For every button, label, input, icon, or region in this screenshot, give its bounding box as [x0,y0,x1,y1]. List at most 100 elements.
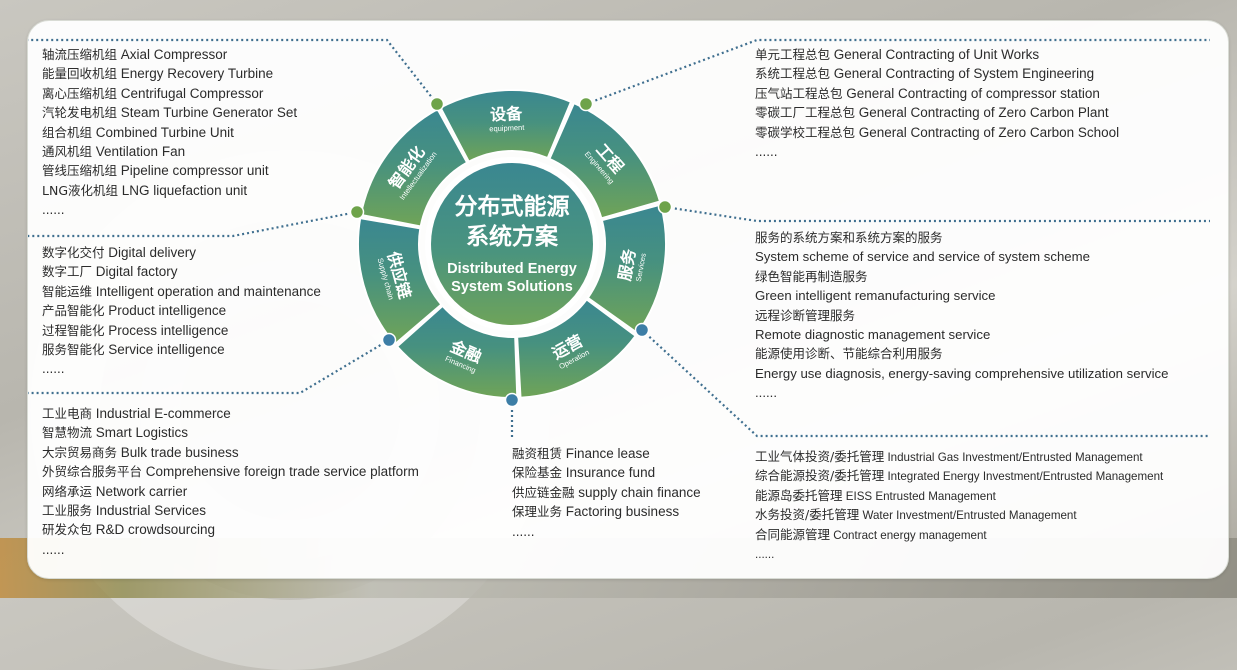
list-item-en: Axial Compressor [117,47,228,62]
list-item: 数字工厂 Digital factory [42,262,321,281]
list-item: ...... [755,383,1168,402]
list-item-cn: 外贸综合服务平台 [42,464,143,480]
list-item-en: Finance lease [562,446,650,461]
list-item-en: ...... [755,385,777,401]
list-item: ...... [755,544,1163,563]
list-item: ...... [42,359,321,378]
list-item-cn: 组合机组 [42,124,93,140]
list-item-en: Energy use diagnosis, energy-saving comp… [755,365,1169,381]
list-item: 合同能源管理 Contract energy management [755,525,1163,544]
connector-line [28,210,358,238]
list-item: 绿色智能再制造服务 [755,267,1168,286]
list-item-cn: 系统工程总包 [755,66,831,82]
list-item: 过程智能化 Process intelligence [42,321,321,340]
connector-line [664,205,1210,223]
list-item: 外贸综合服务平台 Comprehensive foreign trade ser… [42,462,419,481]
list-item-cn: 数字化交付 [42,245,105,260]
list-item-cn: 融资租赁 [512,446,563,461]
list-item-en: Digital delivery [104,245,197,260]
list-item-en: Factoring business [562,504,680,520]
list-item-en: LNG liquefaction unit [118,182,248,198]
connector-line [641,329,1210,438]
list-item: 零碳学校工程总包 General Contracting of Zero Car… [755,123,1119,142]
list-item-en: R&D crowdsourcing [92,522,216,538]
list-item: 保理业务 Factoring business [512,502,701,521]
list-item-cn: 工业气体投资/委托管理 [755,449,885,464]
list-item-en: ...... [42,202,65,218]
list-item-en: Energy Recovery Turbine [117,66,274,82]
list-item-en: Service intelligence [104,341,225,357]
list-item-en: Pipeline compressor unit [117,163,269,179]
operation-list: 工业气体投资/委托管理 Industrial Gas Investment/En… [755,447,1163,563]
list-item: 系统工程总包 General Contracting of System Eng… [755,64,1119,83]
list-item: Remote diagnostic management service [755,325,1168,344]
list-item-cn: 智慧物流 [42,425,93,441]
list-item-cn: 能源使用诊断、节能综合利用服务 [755,346,943,362]
list-item-cn: 通风机组 [42,143,93,159]
list-item-en: Process intelligence [104,322,229,338]
list-item: 能源使用诊断、节能综合利用服务 [755,344,1168,363]
list-item-cn: 水务投资/委托管理 [755,507,860,523]
ring: 设备equipment工程Engineering服务Services运营Oper… [357,89,667,399]
list-item: LNG液化机组 LNG liquefaction unit [42,181,297,200]
list-item: 能源岛委托管理 EISS Entrusted Management [755,486,1163,505]
list-item-en: Product intelligence [104,303,227,319]
list-item-cn: 合同能源管理 [755,526,831,542]
list-item-en: Digital factory [92,264,178,280]
list-item: Energy use diagnosis, energy-saving comp… [755,364,1168,383]
equipment-list: 轴流压缩机组 Axial Compressor 能量回收机组 Energy Rec… [42,45,297,220]
list-item-en: Steam Turbine Generator Set [117,105,298,121]
ring-segment-equipment [439,89,573,163]
list-item: 融资租赁 Finance lease [512,444,701,463]
list-item-en: Integrated Energy Investment/Entrusted M… [884,470,1164,484]
list-item: 轴流压缩机组 Axial Compressor [42,45,297,64]
list-item: 压气站工程总包 General Contracting of compresso… [755,84,1119,103]
list-item-cn: 保险基金 [512,465,563,481]
engineering-list: 单元工程总包 General Contracting of Unit Works… [755,45,1119,161]
list-item-en: Bulk trade business [117,444,239,460]
solution-diagram: 设备equipment工程Engineering服务Services运营Oper… [28,38,1210,438]
ring-segment-engineering [548,101,662,220]
list-item-en: General Contracting of Zero Carbon Schoo… [855,124,1120,140]
list-item-cn: 离心压缩机组 [42,85,118,101]
list-item-en: General Contracting of Unit Works [830,47,1040,62]
list-item: 水务投资/委托管理 Water Investment/Entrusted Man… [755,505,1163,524]
list-item: 通风机组 Ventilation Fan [42,142,297,161]
list-item: System scheme of service and service of … [755,247,1168,266]
list-item-en: Contract energy management [830,528,987,542]
center-title-cn-2: 系统方案 [466,223,559,250]
list-item-en: EISS Entrusted Management [842,489,996,503]
center-title-cn-1: 分布式能源 [455,193,570,220]
list-item-en: Intelligent operation and maintenance [92,283,321,299]
list-item-cn: 能源岛委托管理 [755,487,843,503]
list-item: 供应链金融 supply chain finance [512,483,701,502]
connector-dot [504,392,520,408]
list-item-cn: 能量回收机组 [42,66,118,82]
list-item-cn: 产品智能化 [42,303,105,319]
list-item: 工业电商 Industrial E-commerce [42,404,419,423]
list-item-en: Insurance fund [562,465,656,481]
list-item-cn: 大宗贸易商务 [42,444,118,460]
list-item-cn: 服务的系统方案和系统方案的服务 [755,230,943,245]
financing-list: 融资租赁 Finance lease 保险基金 Insurance fund 供应链… [512,444,701,541]
list-item: 汽轮发电机组 Steam Turbine Generator Set [42,103,297,122]
segment-label-en: equipment [489,123,525,134]
list-item-cn: 智能运维 [42,283,93,299]
list-item: ...... [42,200,297,219]
connector-dots [349,96,673,408]
list-item: 零碳工厂工程总包 General Contracting of Zero Car… [755,103,1119,122]
list-item-cn: 工业电商 [42,406,93,421]
list-item: 研发众包 R&D crowdsourcing [42,520,419,539]
list-item: 单元工程总包 General Contracting of Unit Works [755,45,1119,64]
list-item-en: General Contracting of Zero Carbon Plant [855,105,1109,121]
list-item-cn: 保理业务 [512,504,563,520]
list-item-en: General Contracting of System Engineerin… [830,66,1095,82]
list-item-cn: 绿色智能再制造服务 [755,268,868,284]
list-item-cn: 单元工程总包 [755,47,831,62]
list-item: 网络承运 Network carrier [42,482,419,501]
list-item-en: ...... [755,547,775,561]
list-item-cn: 综合能源投资/委托管理 [755,468,885,484]
list-item-en: ...... [755,143,778,159]
list-item: 产品智能化 Product intelligence [42,301,321,320]
list-item-cn: 汽轮发电机组 [42,105,118,121]
